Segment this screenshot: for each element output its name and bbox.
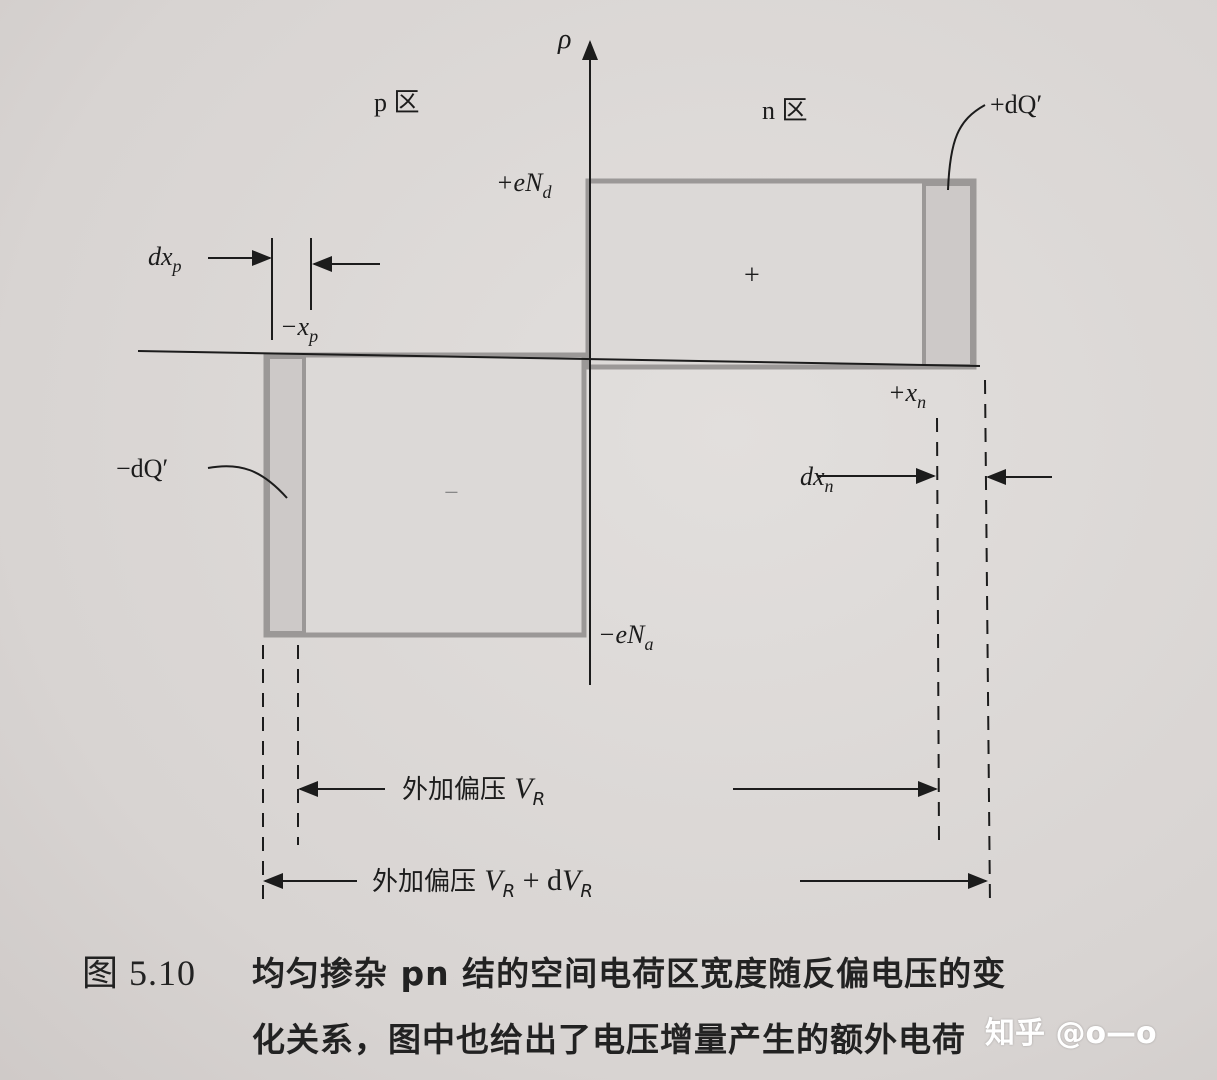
positive-sign: + — [744, 260, 760, 291]
zhihu-watermark: 知乎 @o—o — [985, 1016, 1157, 1051]
plus-dq-label: +dQ′ — [990, 90, 1043, 119]
figure-number: 图 5.10 — [82, 953, 197, 993]
dxp-label: dxp — [148, 242, 182, 276]
x-axis — [137, 350, 981, 367]
n-region-label: n 区 — [762, 96, 808, 125]
caption-line-1: 均匀掺杂 pn 结的空间电荷区宽度随反偏电压的变 — [252, 954, 1007, 993]
dxn-label: dxn — [800, 462, 834, 496]
vr-label: 外加偏压 VR — [402, 772, 546, 810]
neg-xp-label: −xp — [280, 312, 319, 346]
minus-dq-label: −dQ′ — [116, 454, 169, 483]
pos-xn-label: +xn — [888, 378, 927, 412]
positive-charge-block — [585, 178, 977, 370]
plus-eNd-label: +eNd — [496, 168, 552, 202]
plus-dq-leader — [947, 104, 986, 191]
rho-axis-label: ρ — [558, 24, 572, 55]
figure-caption: 图 5.10 均匀掺杂 pn 结的空间电荷区宽度随反偏电压的变 化关系，图中也给出… — [82, 940, 1006, 1073]
pn-junction-charge-diagram — [137, 40, 1052, 906]
caption-line-2: 化关系，图中也给出了电压增量产生的额外电荷 — [252, 1020, 966, 1059]
negative-sign: − — [444, 478, 459, 507]
negative-charge-block — [263, 352, 587, 638]
minus-eNa-label: −eNa — [598, 620, 654, 654]
p-region-label: p 区 — [374, 88, 420, 117]
minus-dq-leader — [207, 465, 288, 499]
vr-dvr-label: 外加偏压 VR + dVR — [372, 864, 593, 902]
dashed-guides — [262, 379, 991, 906]
